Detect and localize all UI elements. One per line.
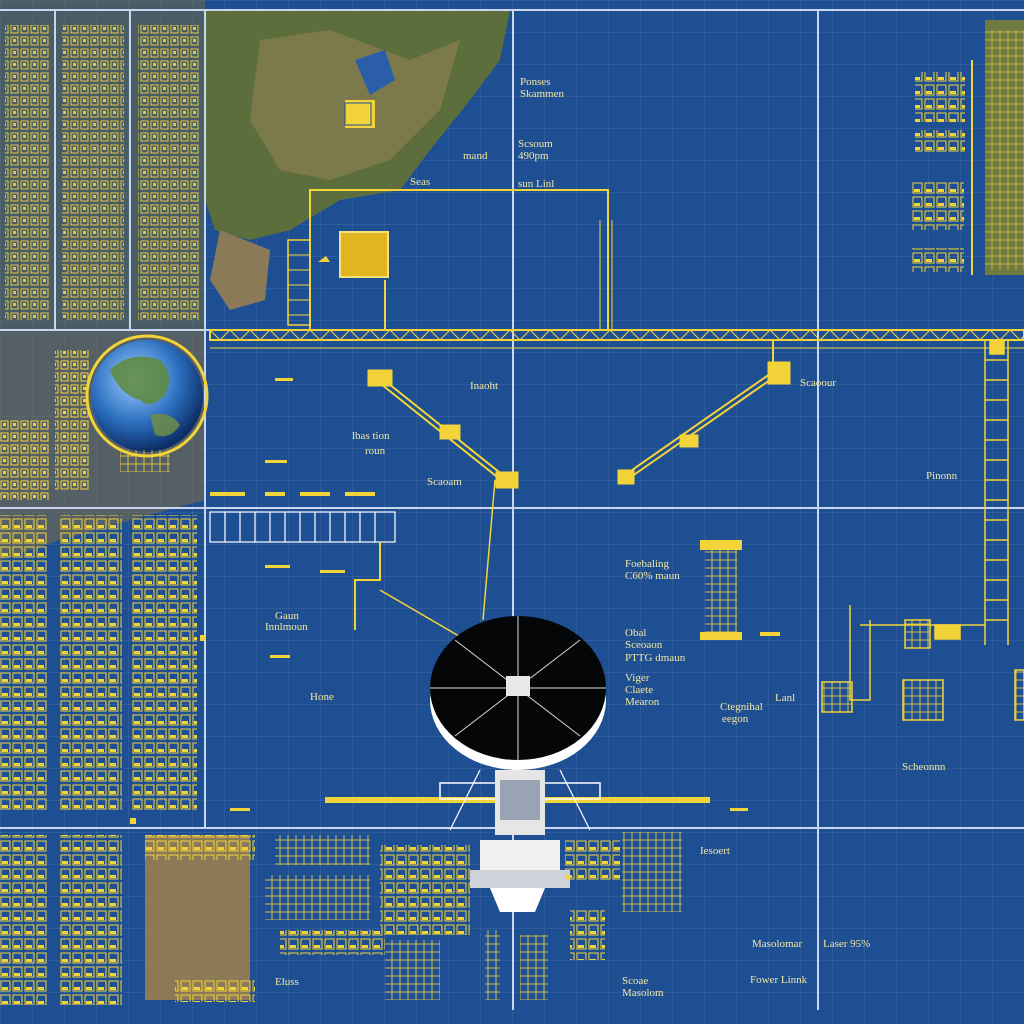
label-bot-d: Fower Linnk [750, 974, 808, 986]
robotic-arm-left [367, 369, 519, 489]
label-mid-e: sun Linl [518, 178, 555, 190]
right-ladder [984, 339, 1009, 645]
label-bot-f: Masolom [622, 987, 664, 999]
label-dish-g: Claete [625, 684, 654, 696]
detail-ticks [130, 100, 780, 824]
left-panel-bottom [0, 515, 197, 1005]
label-dish-b: C60% maun [625, 570, 680, 582]
label-dish-a: Foebaling [625, 558, 669, 570]
label-mid-d: Seas [410, 176, 431, 188]
label-right-e: Scheonnn [902, 761, 946, 773]
vertical-pillar [482, 479, 742, 640]
label-top-b: Skammen [520, 88, 564, 100]
label-dish-c: Obal [625, 627, 647, 639]
label-arm-left: Inaoht [470, 380, 499, 392]
label-right-c: eegon [722, 713, 749, 725]
bottom-panels [145, 832, 682, 1002]
robotic-arm-right [617, 340, 791, 485]
left-panel-middle [0, 350, 90, 500]
label-mid-a: mand [463, 150, 488, 162]
label-lower-a: Gaun [275, 610, 299, 622]
label-bot-g: Eluss [275, 976, 299, 988]
label-center-a: Scaoam [427, 476, 462, 488]
label-lower-c: Hone [310, 691, 334, 703]
label-arm-right: Scaoour [800, 377, 837, 389]
label-left-b: roun [365, 445, 386, 457]
label-bot-a: Iesoert [700, 845, 730, 857]
label-lower-b: Innlmoun [265, 621, 308, 633]
label-dish-d: Sceoaon [625, 639, 663, 651]
top-right-panels [912, 30, 1024, 275]
payload-box [339, 231, 389, 278]
label-top-a: Ponses [520, 76, 551, 88]
main-truss [209, 329, 1024, 349]
arrow-icon [318, 256, 330, 262]
left-panel-top [5, 25, 200, 320]
globe-icon [85, 334, 209, 472]
label-bot-e: Scoae [622, 975, 649, 987]
label-right-d: Lanl [775, 692, 796, 704]
label-right-a: Pinonn [926, 470, 958, 482]
label-right-b: Ctegnihal [720, 701, 763, 713]
right-machinery [821, 605, 1024, 721]
label-dish-e: PTTG dmaun [625, 652, 686, 664]
satellite-dish-icon [430, 616, 606, 780]
label-left-a: lbas tion [352, 430, 390, 442]
upper-support-frame [287, 189, 613, 330]
label-mid-c: 490pm [518, 150, 549, 162]
label-dish-h: Mearon [625, 696, 660, 708]
label-bot-c: Laser 95% [823, 938, 871, 950]
satellite-icon [325, 769, 710, 912]
label-mid-b: Scsoum [518, 138, 553, 150]
label-bot-b: Masolomar [752, 938, 803, 950]
label-dish-f: Viger [625, 672, 650, 684]
